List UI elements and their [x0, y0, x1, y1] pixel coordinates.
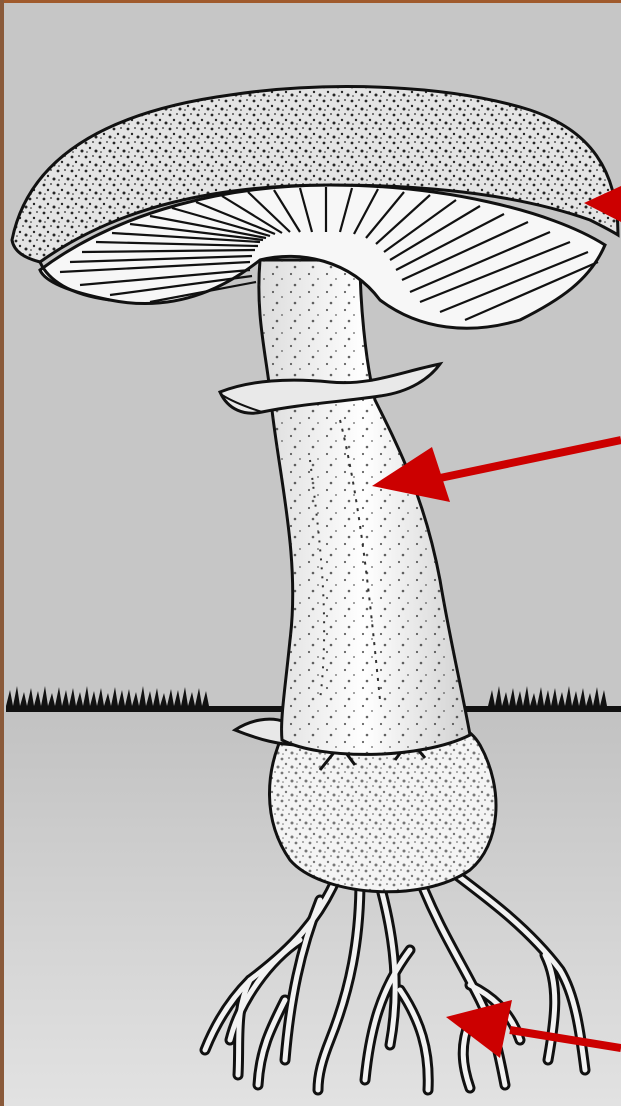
top-border [0, 0, 621, 3]
left-border [0, 0, 4, 1106]
